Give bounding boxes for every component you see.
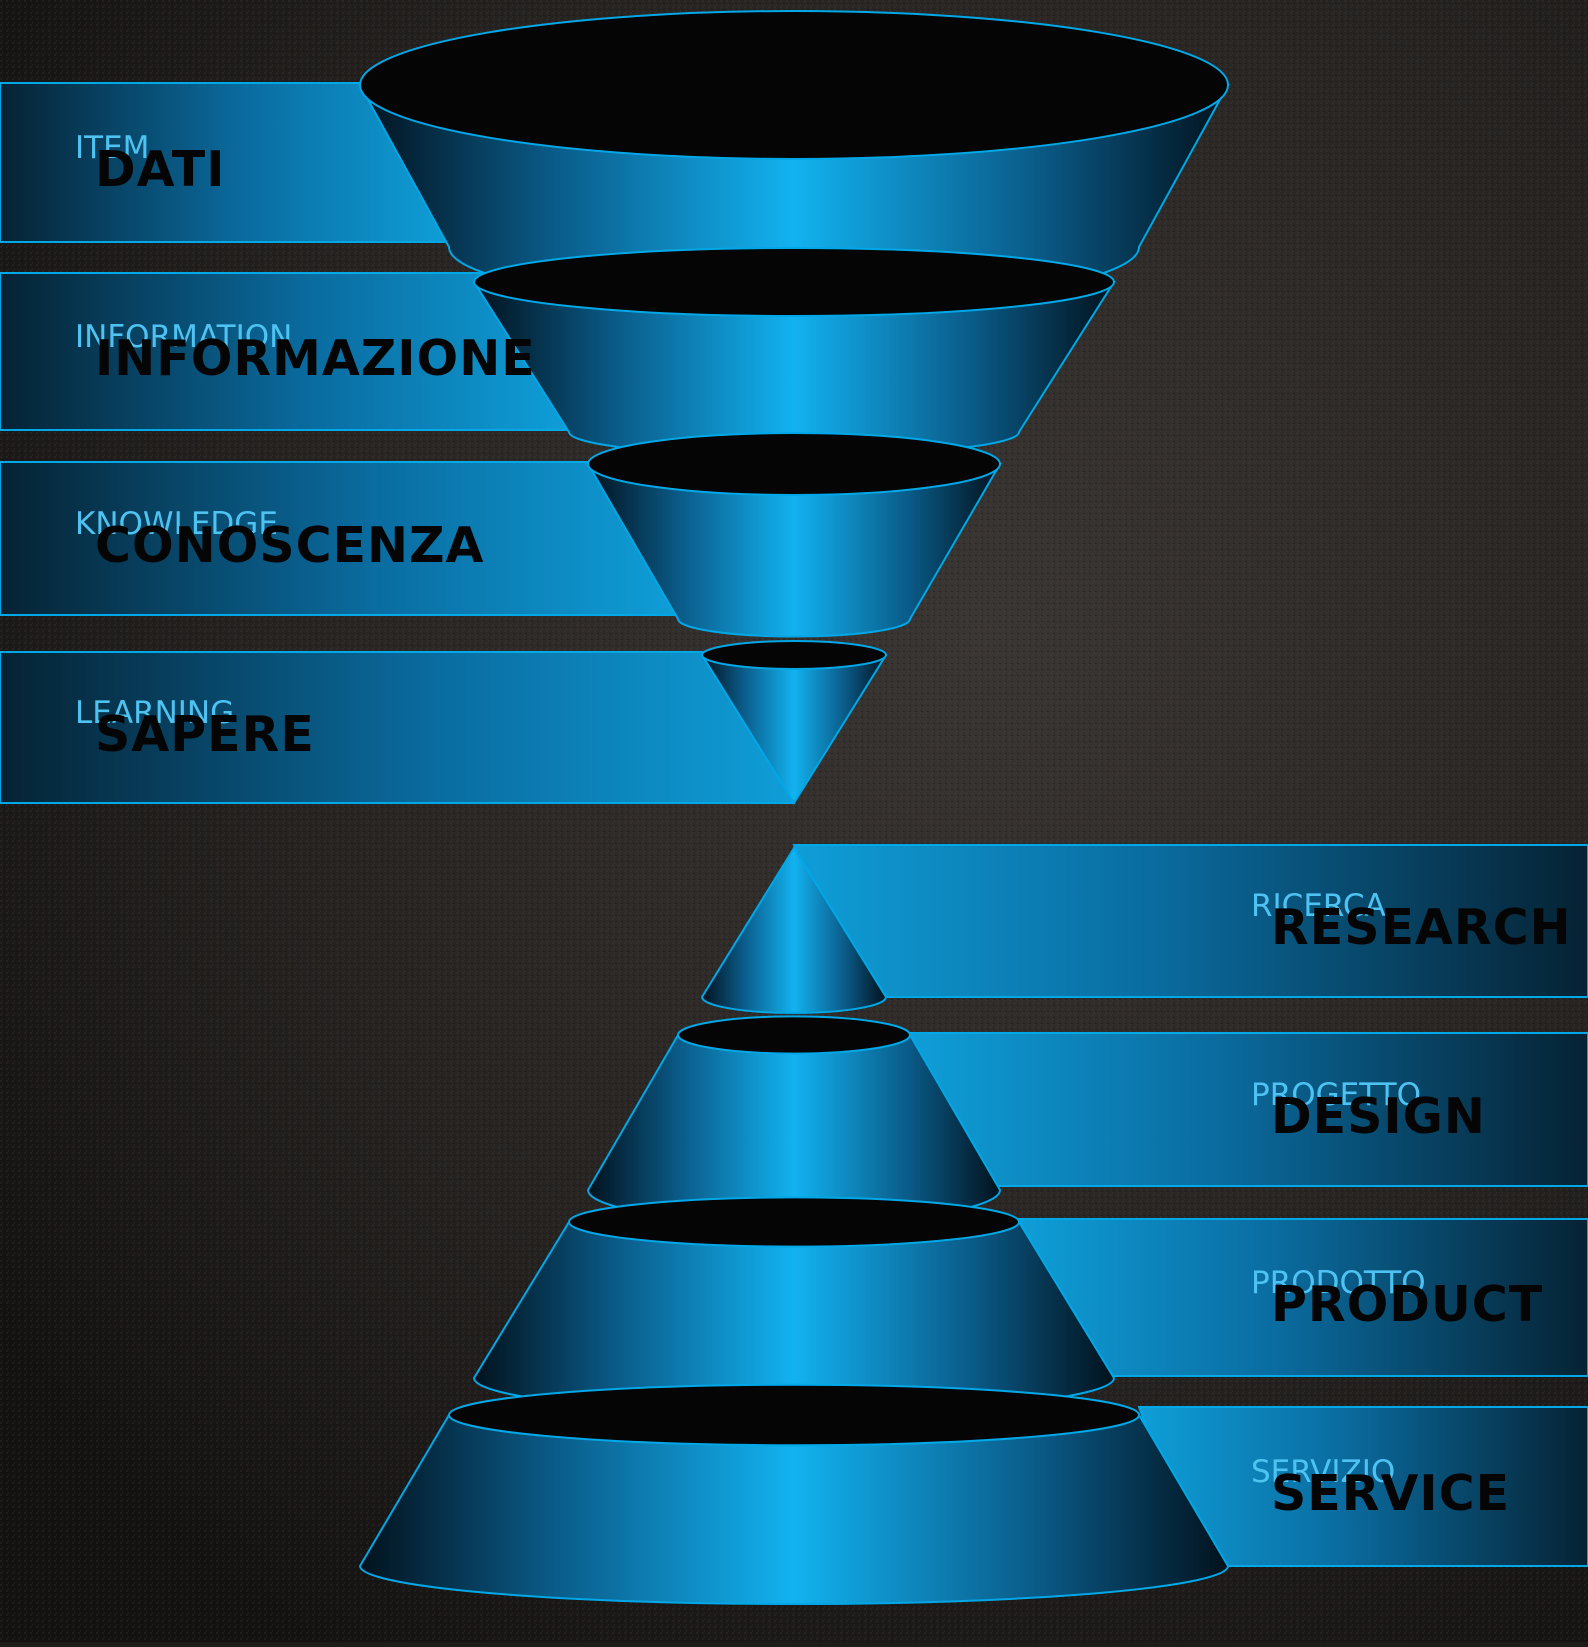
funnel-segment-sapere (700, 640, 888, 805)
pyramid-opening-design (677, 1015, 911, 1055)
label-sub-progetto: PROGETTO (1251, 1076, 1421, 1113)
label-main-conoscenza: CONOSCENZA (95, 516, 485, 574)
pyramid-body-research (700, 846, 888, 1014)
label-main-informazione: INFORMAZIONE (95, 329, 536, 387)
label-sub-servizio: SERVIZIO (1251, 1453, 1396, 1490)
pyramid-segment-product (472, 1196, 1116, 1414)
label-sub-item: ITEM (75, 129, 150, 166)
label-main-product: PRODUCT (1271, 1275, 1544, 1333)
label-sub-prodotto: PRODOTTO (1251, 1264, 1426, 1301)
label-main-sapere: SAPERE (95, 705, 315, 763)
funnel-body-conoscenza (586, 463, 1002, 638)
funnel-opening-informazione (473, 247, 1115, 317)
band-design (908, 1032, 1588, 1187)
funnel-opening-dati (359, 10, 1229, 160)
funnel-opening-conoscenza (587, 432, 1001, 496)
funnel-segment-informazione (472, 247, 1116, 457)
label-main-service: SERVICE (1271, 1464, 1511, 1522)
label-sub-ricerca: RICERCA (1251, 888, 1386, 924)
label-main-research: RESEARCH (1271, 899, 1572, 956)
funnel-opening-sapere (701, 640, 887, 670)
label-main-design: DESIGN (1271, 1087, 1486, 1145)
pyramid-opening-service (448, 1383, 1140, 1447)
label-sub-knowledge: KNOWLEDGE (75, 505, 278, 542)
label-sub-information: INFORMATION (75, 318, 293, 355)
label-sub-learning: LEARNING (75, 694, 235, 731)
pyramid-body-service (358, 1414, 1230, 1605)
label-main-dati: DATI (95, 140, 226, 198)
pyramid-segment-research (700, 846, 888, 1014)
pyramid-opening-product (568, 1196, 1020, 1248)
pyramid-segment-service (358, 1383, 1230, 1605)
funnel-segment-conoscenza (586, 432, 1002, 638)
pyramid-segment-design (586, 1015, 1002, 1224)
